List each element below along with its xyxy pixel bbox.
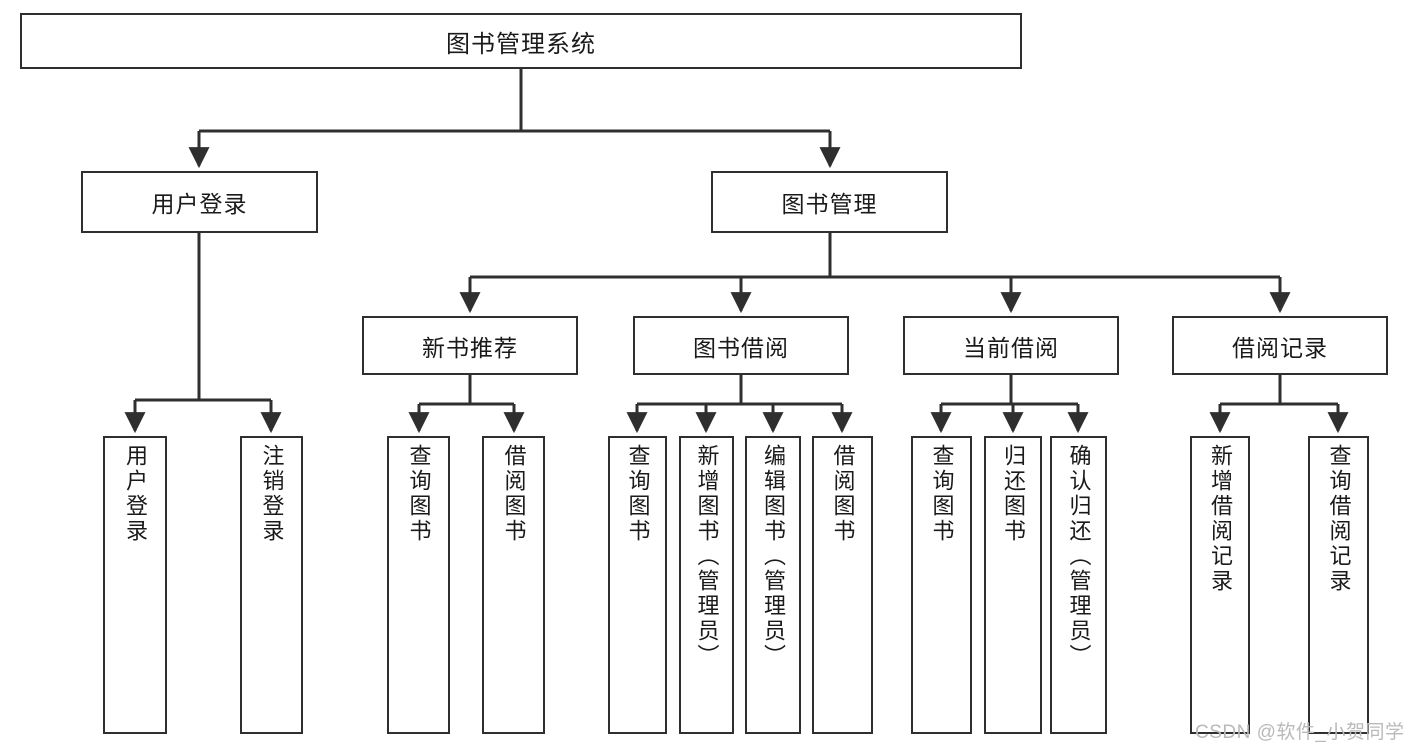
node-book-manage[interactable]: 图书管理: [711, 171, 948, 233]
node-new-book-recommend[interactable]: 新书推荐: [362, 316, 578, 375]
node-leaf-return-book-label: 归还图书: [1000, 444, 1026, 544]
node-leaf-logout-label: 注销登录: [259, 444, 285, 544]
node-leaf-query-book-2-label: 查询图书: [625, 444, 651, 544]
node-leaf-add-book[interactable]: 新增图书（管理员）: [679, 436, 734, 734]
node-current-borrow[interactable]: 当前借阅: [903, 316, 1119, 375]
node-user-login-label: 用户登录: [151, 191, 248, 217]
node-leaf-confirm-return-label: 确认归还（管理员）: [1066, 444, 1092, 669]
node-leaf-add-record-label: 新增借阅记录: [1207, 444, 1233, 594]
node-leaf-query-book-2[interactable]: 查询图书: [608, 436, 667, 734]
node-leaf-query-book-3[interactable]: 查询图书: [911, 436, 972, 734]
node-leaf-borrow-book-2-label: 借阅图书: [830, 444, 856, 544]
node-current-borrow-label: 当前借阅: [963, 334, 1059, 361]
node-book-borrow-label: 图书借阅: [693, 334, 789, 361]
node-leaf-edit-book[interactable]: 编辑图书（管理员）: [745, 436, 801, 734]
node-leaf-query-record[interactable]: 查询借阅记录: [1308, 436, 1369, 734]
node-leaf-return-book[interactable]: 归还图书: [984, 436, 1042, 734]
node-leaf-user-login[interactable]: 用户登录: [103, 436, 167, 734]
node-leaf-add-record[interactable]: 新增借阅记录: [1190, 436, 1250, 734]
node-borrow-record-label: 借阅记录: [1232, 334, 1328, 361]
node-leaf-borrow-book-2[interactable]: 借阅图书: [812, 436, 873, 734]
node-leaf-query-record-label: 查询借阅记录: [1326, 444, 1352, 594]
node-leaf-borrow-book-1-label: 借阅图书: [501, 444, 527, 544]
node-leaf-borrow-book-1[interactable]: 借阅图书: [482, 436, 545, 734]
node-book-borrow[interactable]: 图书借阅: [633, 316, 849, 375]
node-leaf-query-book-1[interactable]: 查询图书: [387, 436, 450, 734]
node-leaf-edit-book-label: 编辑图书（管理员）: [760, 444, 786, 669]
node-leaf-user-login-label: 用户登录: [122, 444, 148, 544]
node-leaf-add-book-label: 新增图书（管理员）: [694, 444, 720, 669]
node-leaf-query-book-3-label: 查询图书: [929, 444, 955, 544]
node-new-book-recommend-label: 新书推荐: [422, 334, 518, 361]
node-borrow-record[interactable]: 借阅记录: [1172, 316, 1388, 375]
watermark-text: CSDN @软件_小贺同学: [1195, 722, 1405, 743]
node-book-manage-label: 图书管理: [781, 191, 878, 217]
node-user-login[interactable]: 用户登录: [81, 171, 318, 233]
node-root[interactable]: 图书管理系统: [20, 13, 1022, 69]
node-leaf-query-book-1-label: 查询图书: [406, 444, 432, 544]
node-leaf-confirm-return[interactable]: 确认归还（管理员）: [1050, 436, 1107, 734]
node-leaf-logout[interactable]: 注销登录: [240, 436, 303, 734]
node-root-label: 图书管理系统: [446, 30, 596, 58]
